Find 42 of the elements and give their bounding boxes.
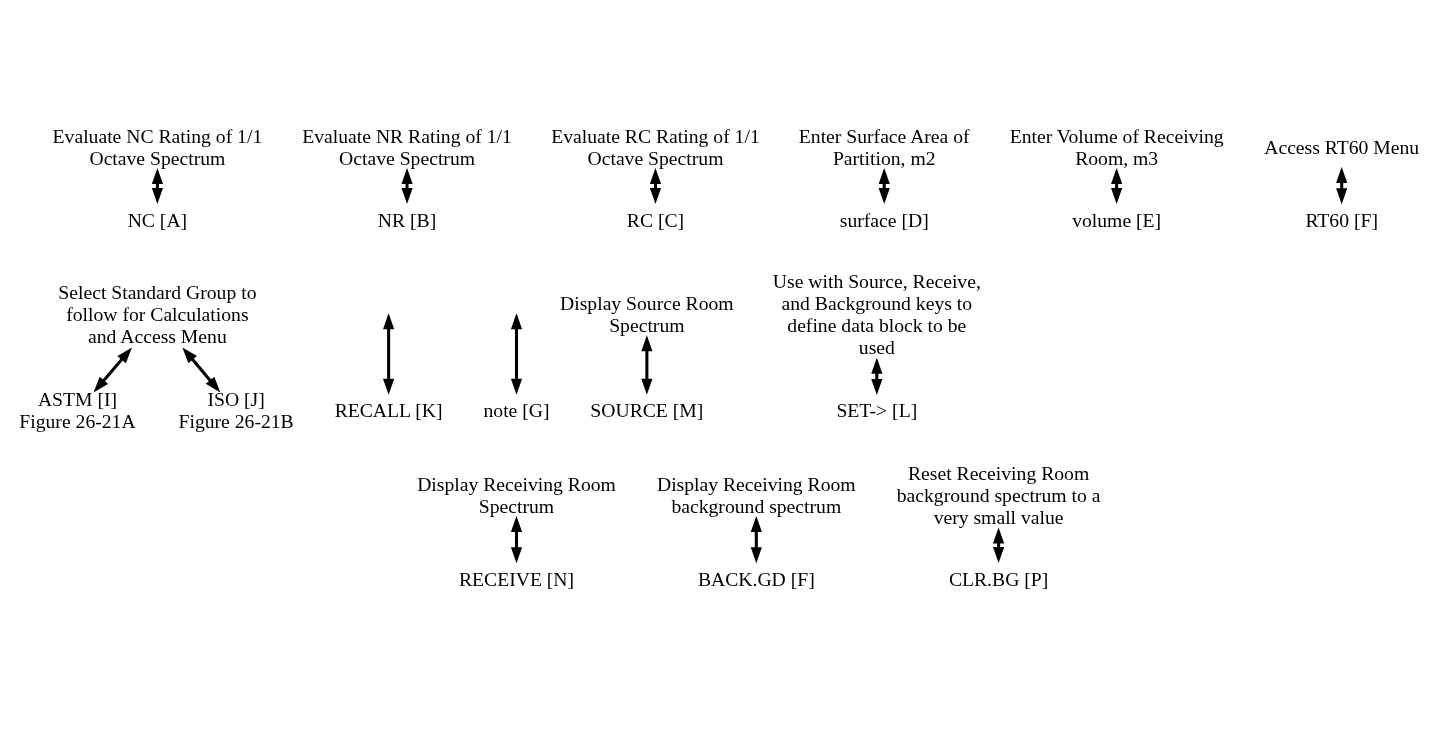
arrow bbox=[649, 168, 662, 204]
node-text: RC [C] bbox=[626, 208, 685, 231]
node-text: BACK.GD [F] bbox=[697, 567, 815, 590]
node-text: Evaluate RC Rating of 1/1 Octave Spectrum bbox=[551, 124, 760, 170]
arrow bbox=[401, 168, 413, 204]
node-text: NC [A] bbox=[127, 208, 188, 231]
node-text: ASTM [I] bbox=[37, 388, 118, 411]
node-text: ISO [J] bbox=[207, 388, 265, 411]
node-text: Display Source Room Spectrum bbox=[560, 292, 734, 337]
node-text: surface [D] bbox=[839, 208, 929, 231]
arrow bbox=[93, 347, 132, 393]
node-label: Figure 26-21B bbox=[178, 410, 294, 433]
arrow bbox=[1111, 168, 1123, 204]
node-text: Access RT60 Menu bbox=[1264, 135, 1420, 158]
arrow bbox=[1336, 166, 1348, 205]
node-text: RECEIVE [N] bbox=[458, 567, 575, 590]
arrow bbox=[878, 168, 890, 204]
node-text: SET-> [L] bbox=[836, 399, 918, 422]
node-text: CLR.BG [P] bbox=[948, 567, 1049, 590]
node-text: Use with Source, Receive, and Background keys to define data block to be used bbox=[772, 270, 981, 359]
node-text: Select Standard Group to follow for Calculations and Access Menu bbox=[58, 281, 257, 348]
arrow bbox=[510, 516, 523, 564]
node-text: Enter Surface Area of Partition, m2 bbox=[798, 124, 970, 170]
node-text: RECALL [K] bbox=[334, 399, 443, 422]
node-text: note [G] bbox=[483, 399, 550, 422]
node-text: RT60 [F] bbox=[1305, 208, 1378, 231]
node-text: Enter Volume of Receiving Room, m3 bbox=[1009, 124, 1224, 170]
arrow bbox=[750, 516, 762, 564]
node-label: Figure 26-21A bbox=[19, 410, 136, 433]
node-text: SOURCE [M] bbox=[590, 399, 704, 422]
node-text: Evaluate NR Rating of 1/1 Octave Spectrum bbox=[302, 124, 512, 170]
arrow bbox=[992, 527, 1005, 564]
node-text: NR [B] bbox=[377, 208, 437, 231]
node-text: volume [E] bbox=[1072, 208, 1162, 231]
arrow bbox=[182, 347, 221, 393]
arrow bbox=[641, 335, 653, 395]
arrow bbox=[871, 357, 883, 395]
node-text: Evaluate NC Rating of 1/1 Octave Spectrum bbox=[52, 124, 263, 170]
arrow bbox=[151, 168, 163, 204]
node-text: Reset Receiving Room background spectrum to a very small value bbox=[896, 461, 1101, 529]
node-text: Display Receiving Room Spectrum bbox=[417, 472, 616, 518]
node-text: Display Receiving Room background spectrum bbox=[656, 472, 856, 518]
